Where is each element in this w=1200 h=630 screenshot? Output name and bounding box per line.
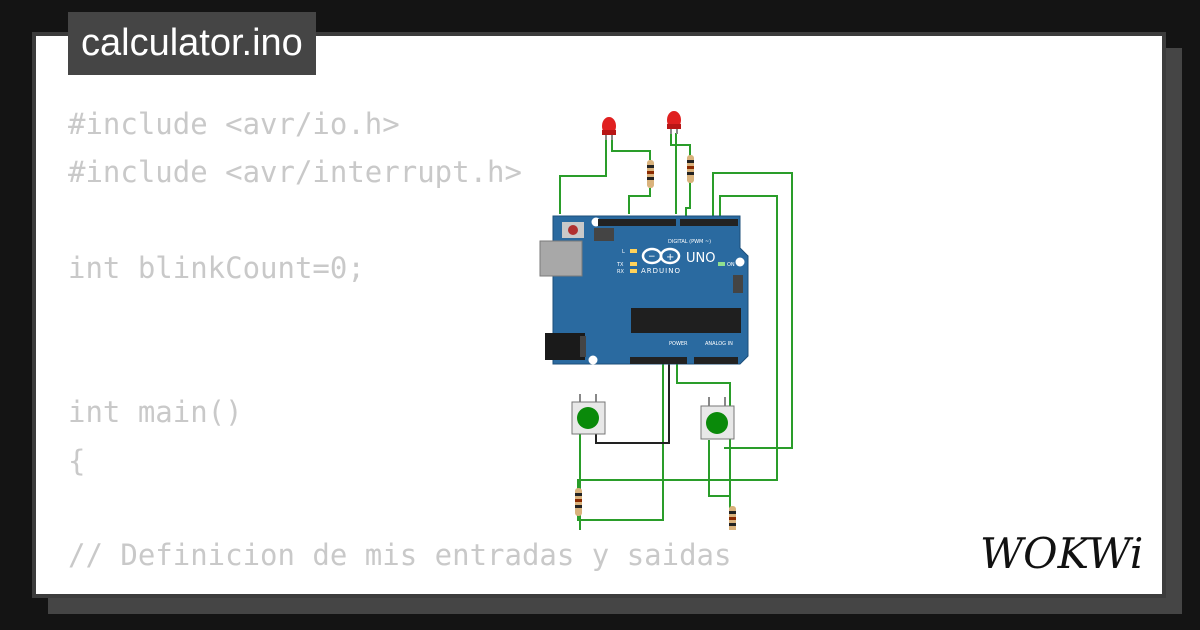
file-title: calculator.ino [68, 12, 316, 75]
svg-text:+: + [666, 252, 674, 263]
code-line: #include <avr/io.h> [68, 107, 400, 141]
resistor [687, 155, 694, 183]
wire [559, 138, 607, 214]
wire [628, 188, 651, 214]
board-model: UNO [686, 251, 715, 266]
wire [712, 172, 793, 449]
l-label: L [622, 249, 625, 255]
led-left [602, 117, 616, 140]
code-line: int main() [68, 395, 243, 429]
logo-text: WOKWi [980, 529, 1143, 578]
code-line: int blinkCount=0; [68, 251, 365, 285]
board-brand: ARDUINO [641, 267, 681, 275]
code-line: { [68, 444, 86, 478]
power-header-label: POWER [669, 341, 688, 347]
wire [577, 362, 664, 521]
wokwi-logo: WOKWi [980, 529, 1143, 578]
wire [595, 362, 670, 444]
wire [670, 133, 691, 158]
arduino-board: − + UNO ARDUINO DIGITAL (PWM ~) ANALOG I… [539, 215, 749, 365]
wire [676, 362, 731, 508]
resistor [729, 506, 736, 530]
code-line: #include <avr/interrupt.h> [68, 155, 522, 189]
on-label: ON [727, 262, 735, 268]
push-button-right [700, 397, 735, 440]
wire [579, 433, 581, 530]
resistor [647, 160, 654, 188]
rx-label: RX [617, 269, 624, 275]
wire-group [559, 133, 793, 530]
wire [685, 182, 691, 218]
push-button-left [571, 394, 606, 435]
resistor [575, 488, 582, 516]
analog-header-label: ANALOG IN [705, 341, 733, 347]
circuit-diagram: − + UNO ARDUINO DIGITAL (PWM ~) ANALOG I… [539, 111, 793, 530]
wire [577, 195, 778, 490]
digital-header-label: DIGITAL (PWM ~) [668, 239, 711, 245]
code-line: // Definicion de mis entradas y saidas [68, 538, 732, 572]
led-right [667, 111, 681, 134]
svg-text:−: − [648, 252, 656, 262]
wire [611, 138, 651, 160]
tx-label: TX [616, 262, 624, 268]
wire [708, 440, 730, 497]
